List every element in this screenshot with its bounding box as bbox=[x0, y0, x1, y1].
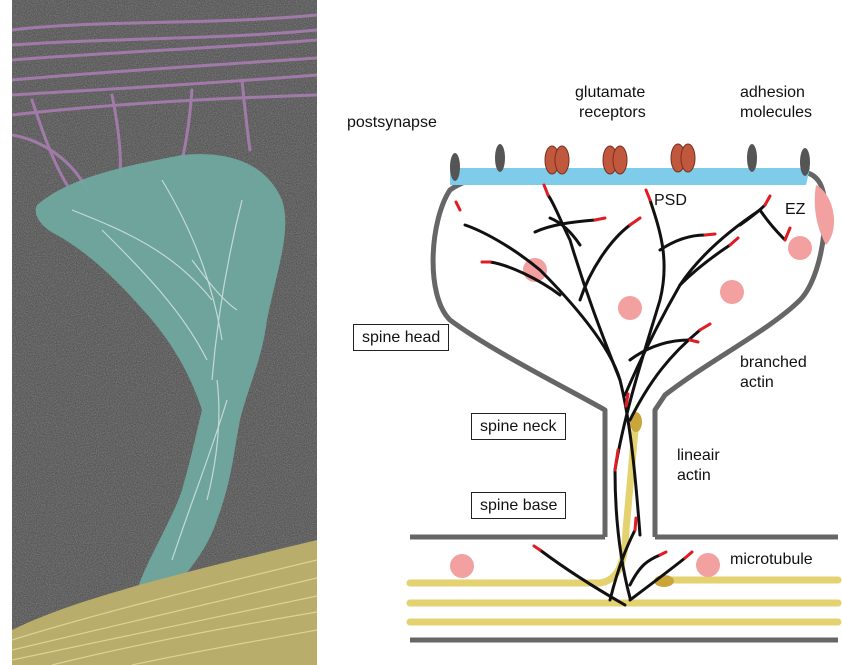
label-branched-actin-1: branched bbox=[740, 353, 807, 372]
label-glutamate-receptors-2: receptors bbox=[579, 103, 646, 122]
label-microtubule: microtubule bbox=[730, 550, 813, 569]
endocytic-zone bbox=[815, 185, 834, 245]
vesicles bbox=[450, 236, 812, 578]
label-branched-actin-2: actin bbox=[740, 373, 774, 392]
label-spine-head: spine head bbox=[353, 324, 449, 351]
psd bbox=[450, 168, 810, 185]
label-adhesion-2: molecules bbox=[740, 103, 812, 122]
label-lineair-actin-2: actin bbox=[677, 466, 711, 485]
label-glutamate-receptors-1: glutamate bbox=[575, 83, 645, 102]
electron-micrograph bbox=[12, 0, 317, 665]
label-ez: EZ bbox=[785, 200, 805, 219]
label-lineair-actin-1: lineair bbox=[677, 446, 720, 465]
label-spine-neck: spine neck bbox=[471, 413, 566, 440]
label-psd: PSD bbox=[654, 191, 687, 210]
label-adhesion-1: adhesion bbox=[740, 83, 805, 102]
label-spine-base: spine base bbox=[471, 492, 566, 519]
microtubules bbox=[410, 430, 838, 622]
label-postsynapse: postsynapse bbox=[347, 113, 437, 132]
